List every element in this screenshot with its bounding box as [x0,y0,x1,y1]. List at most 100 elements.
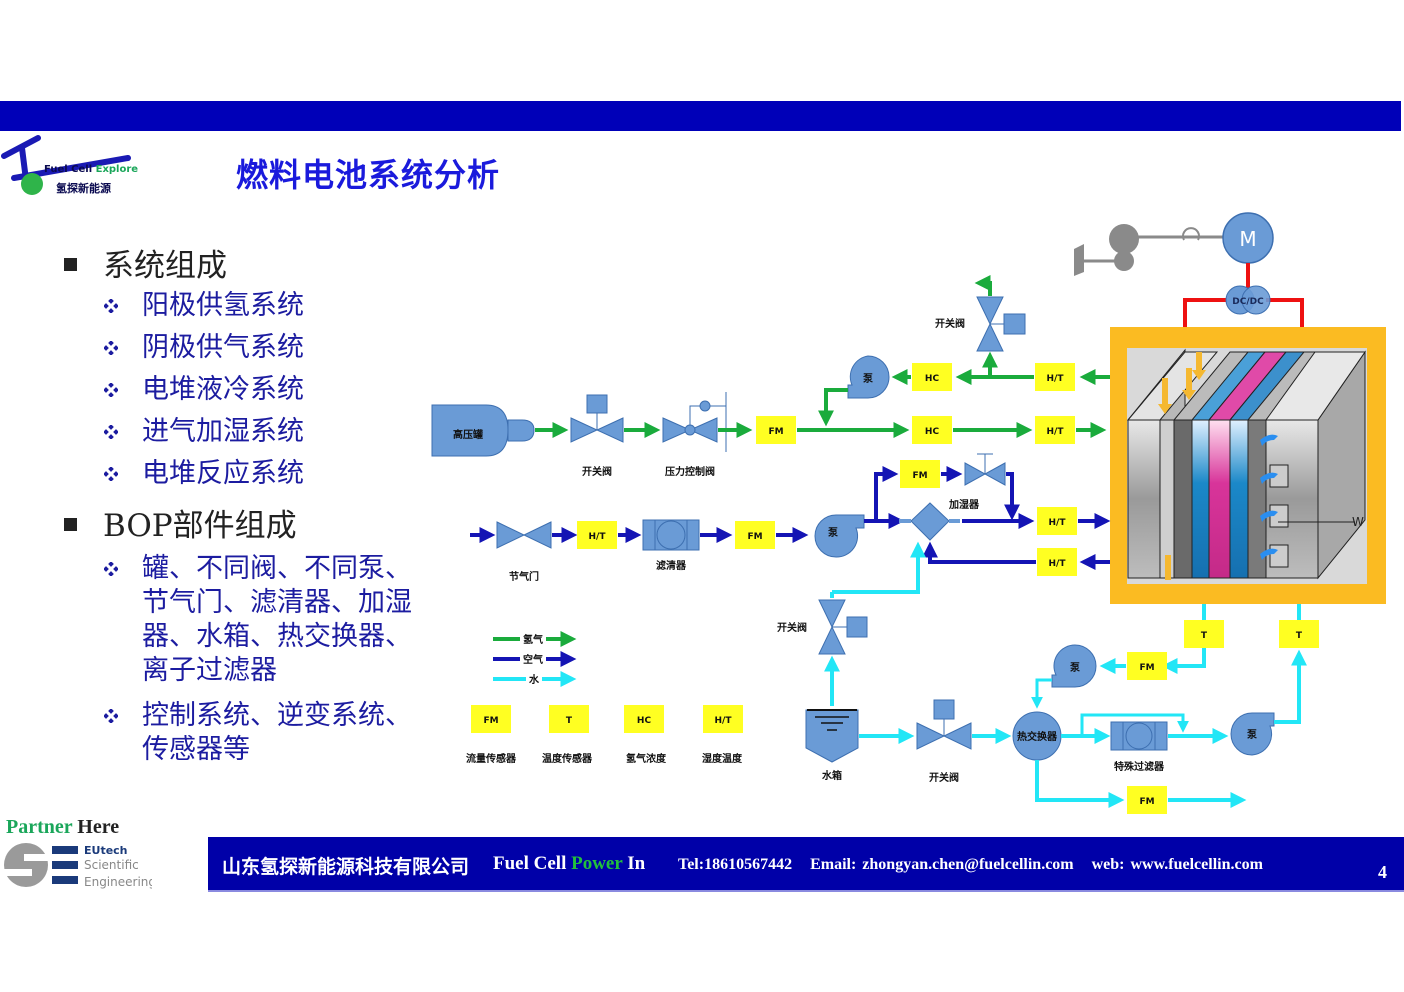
legend-flow-water: 水 [493,671,577,687]
svg-text:T: T [1296,631,1303,641]
legend-sensor-hc: HC 氢气浓度 [624,705,667,765]
list-item: 电堆反应系统 [104,457,304,491]
company-name-cn: 山东氢探新能源科技有限公司 [222,856,470,878]
diamond-bullet-icon [104,467,118,481]
fan-icon [1074,244,1084,276]
humidifier-label: 加湿器 [948,498,980,511]
throttle-valve-icon [496,521,552,549]
svg-text:氢气浓度: 氢气浓度 [626,752,667,765]
diamond-bullet-icon [104,562,118,576]
svg-text:T: T [566,716,573,726]
page-title: 燃料电池系统分析 [236,156,501,194]
rotation-icon [1182,227,1200,241]
partner-label: Partner Here [6,816,120,838]
legend-sensor-t: T 温度传感器 [542,705,593,765]
sensor-ht-hydrogen-in [1035,416,1075,444]
svg-text:FM: FM [1139,797,1154,807]
throttle-label: 节气门 [509,570,539,583]
page-number: 4 [1378,862,1387,882]
stack-mark-label: W [1352,515,1364,529]
svg-text:H/T: H/T [1049,518,1067,528]
diamond-bullet-icon [104,425,118,439]
water-switch-valve-icon [818,599,868,655]
coolant-pump-icon [1230,712,1275,756]
list-item: 进气加湿系统 [104,415,304,449]
hydrogen-inlet-arrows [1158,352,1206,580]
pressure-control-valve-label: 压力控制阀 [665,465,715,478]
svg-text:T: T [1201,631,1208,641]
legend-sensor-fm: FM 流量传感器 [466,705,517,765]
list-item: 罐、不同阀、不同泵、 节气门、滤清器、加湿 器、水箱、热交换器、 离子过滤器 [104,552,412,688]
svg-text:流量传感器: 流量传感器 [466,752,517,765]
svg-text:氢气: 氢气 [523,633,543,646]
sensor-fm-hydrogen [756,416,796,444]
motor-label: M [1239,227,1256,251]
coolant-recirc-pump-label: 泵 [1070,662,1081,674]
list-item: 控制系统、逆变系统、 传感器等 [104,699,412,767]
svg-text:湿度温度: 湿度温度 [702,752,743,765]
sensor-fm-humidifier-bypass [900,460,940,488]
sensor-fm-coolant [1127,652,1167,680]
sensor-ht-air-in [577,521,617,549]
list-item: 阳极供氢系统 [104,289,304,323]
sensor-ht-air-stack-in [1037,507,1077,535]
svg-text:FM: FM [768,427,783,437]
list-item: 电堆液冷系统 [104,373,304,407]
svg-text:H/T: H/T [1049,559,1067,569]
svg-text:FM: FM [912,471,927,481]
air-pump-label: 泵 [828,527,839,539]
logo-brand-cn: 氢探新能源 [56,182,111,195]
list-item: 阴极供气系统 [104,331,304,365]
eutech-logo: EUtech Scientific Engineering [2,843,152,889]
sensor-fm-water-out [1127,786,1167,814]
sensor-ht-air-stack-out [1037,548,1077,576]
motor-assembly [1074,224,1224,276]
power-wire-right [1266,298,1304,328]
coolant-recirc-pump-icon [1051,644,1097,688]
hydrogen-switch-valve-label: 开关阀 [582,465,612,478]
diamond-bullet-icon [104,709,118,723]
logo-brand-en: Fuel Cell Explore [44,164,139,175]
hydrogen-tank-icon [431,404,535,457]
svg-text:HC: HC [925,427,940,437]
legend-flow-air: 空气 [493,651,577,667]
gear-small [1114,251,1134,271]
coolant-pump-label: 泵 [1247,729,1258,741]
svg-text:空气: 空气 [523,653,543,666]
diamond-bullet-icon [104,341,118,355]
dc-dc-converter-icon [1225,285,1271,315]
air-pump-icon [814,514,865,558]
water-tank-label: 水箱 [821,769,842,782]
power-wire-left [1183,298,1230,328]
gear-large [1109,224,1139,254]
section-heading-bop: BOP部件组成 [64,500,297,545]
special-filter-icon [1110,721,1168,751]
eutech-label: EUtech [84,844,128,857]
hydrogen-switch-valve-icon [570,394,624,443]
eutech-logo-circle [4,843,48,887]
sensor-fm-air [735,521,775,549]
dc-dc-label: DC/DC [1232,297,1264,307]
section-heading-system: 系统组成 [64,240,227,285]
footer-bar [208,837,1404,892]
special-filter-label: 特殊过滤器 [1114,760,1165,773]
svg-text:FM: FM [483,716,498,726]
diamond-bullet-icon [104,299,118,313]
svg-text:FM: FM [747,532,762,542]
svg-text:FM: FM [1139,663,1154,673]
svg-text:温度传感器: 温度传感器 [542,752,593,765]
hydrogen-pump-icon [847,355,890,399]
svg-text:H/T: H/T [1047,427,1065,437]
water-switch-valve-label: 开关阀 [777,621,807,634]
svg-text:H/T: H/T [1047,374,1065,384]
bypass-valve-icon [964,453,1006,486]
air-filter-label: 滤清器 [656,559,687,572]
svg-text:H/T: H/T [589,532,607,542]
logo-green-dot [21,173,43,195]
diamond-bullet-icon [104,383,118,397]
square-bullet-icon [64,518,77,531]
company-name-en: Fuel Cell Power In [493,853,646,874]
humidifier-icon [899,502,960,541]
sensor-hc-hydrogen-in [912,416,952,444]
top-banner [0,101,1401,131]
